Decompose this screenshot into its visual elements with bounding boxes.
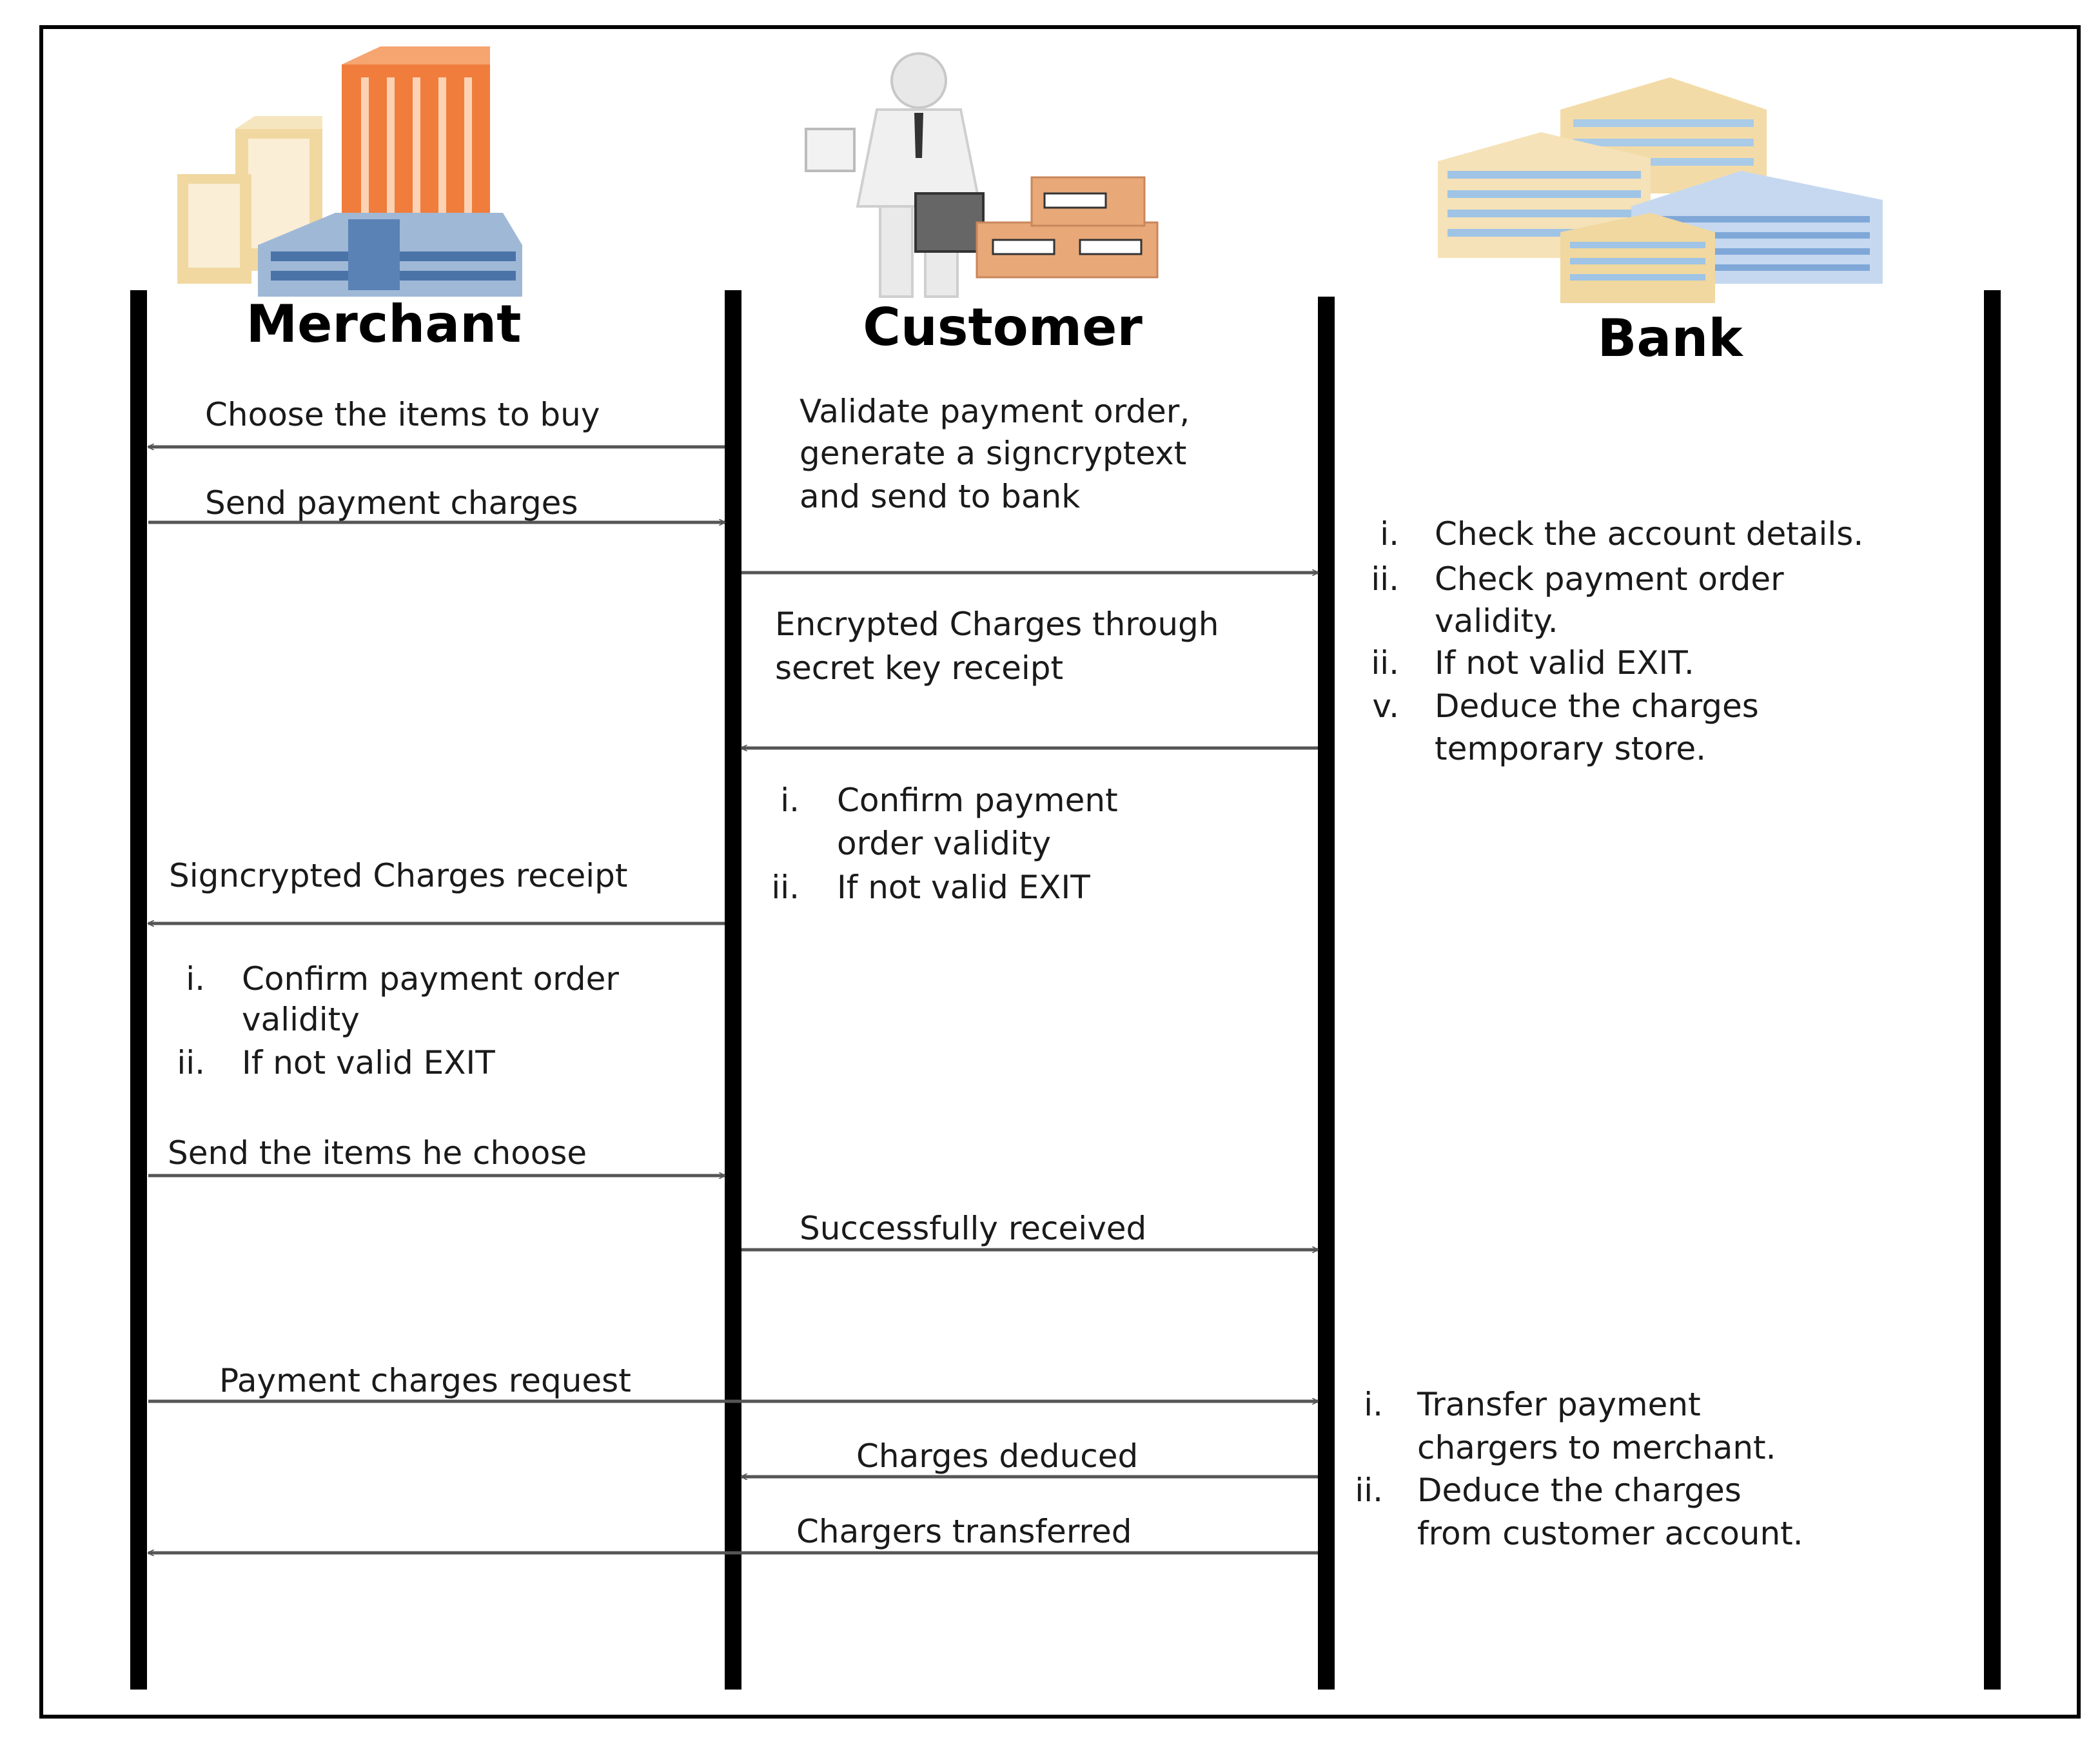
note-line: Confirm payment: [837, 782, 1118, 819]
list-marker: ii.: [1371, 644, 1399, 682]
note-line: chargers to merchant.: [1417, 1429, 1776, 1466]
message-label: Charges deduced: [856, 1437, 1138, 1475]
note-line: Deduce the charges: [1435, 687, 1759, 725]
list-marker: i.: [186, 960, 205, 998]
diagram-frame: [39, 25, 2081, 1719]
message-label-line: Encrypted Charges through: [775, 606, 1219, 643]
message-label: Send payment charges: [205, 484, 578, 522]
customer-validate-note: Validate payment order, generate a signc…: [800, 393, 1200, 515]
list-marker: ii.: [1355, 1472, 1383, 1509]
note-line: If not valid EXIT.: [1435, 644, 1694, 682]
note-line: from customer account.: [1417, 1515, 1803, 1552]
message-label: Payment charges request: [219, 1362, 631, 1399]
customer-confirm-note: i. Confirm payment order validity ii. If…: [771, 782, 1117, 906]
businessman-with-boxes-icon: [805, 52, 1159, 298]
bank-buildings-icon: [1438, 77, 1883, 303]
list-marker: v.: [1372, 687, 1399, 725]
note-line: Deduce the charges: [1417, 1472, 1742, 1509]
list-marker: ii.: [771, 869, 800, 906]
note-line: Confirm payment order: [242, 960, 619, 998]
actor-customer-label: Customer: [863, 297, 1143, 357]
bank-check-note: i. Check the account details. ii. Check …: [1371, 515, 1863, 767]
list-marker: i.: [780, 782, 800, 819]
merchant-confirm-note: i. Confirm payment order validity ii. If…: [177, 960, 619, 1081]
note-line: temporary store.: [1435, 730, 1706, 767]
note-line: If not valid EXIT: [837, 869, 1090, 906]
bank-transfer-note: i. Transfer payment chargers to merchant…: [1355, 1386, 1803, 1552]
message-label: Encrypted Charges through secret key rec…: [775, 606, 1229, 687]
message-label: Send the items he choose: [168, 1134, 587, 1172]
note-line: Check the account details.: [1435, 515, 1863, 553]
note-line: and send to bank: [800, 478, 1080, 515]
note-line: validity: [242, 1001, 360, 1038]
note-line: Check payment order: [1435, 560, 1784, 598]
actor-merchant-label: Merchant: [246, 294, 522, 354]
office-buildings-icon: [177, 46, 522, 297]
note-line: generate a signcryptext: [800, 435, 1186, 472]
message-label: Successfully received: [800, 1210, 1146, 1247]
message-label: Signcrypted Charges receipt: [169, 857, 628, 894]
list-marker: i.: [1364, 1386, 1383, 1423]
message-label: Choose the items to buy: [205, 396, 600, 433]
note-line: order validity: [837, 825, 1051, 862]
actor-bank-label: Bank: [1597, 308, 1743, 368]
note-line: If not valid EXIT: [242, 1044, 495, 1081]
note-line: validity.: [1435, 602, 1558, 640]
message-label-line: secret key receipt: [775, 649, 1063, 687]
note-line: Transfer payment: [1417, 1386, 1701, 1423]
list-marker: ii.: [1371, 560, 1399, 598]
message-label: Chargers transferred: [796, 1513, 1132, 1550]
list-marker: ii.: [177, 1044, 205, 1081]
list-marker: i.: [1380, 515, 1399, 553]
note-line: Validate payment order,: [800, 393, 1190, 430]
